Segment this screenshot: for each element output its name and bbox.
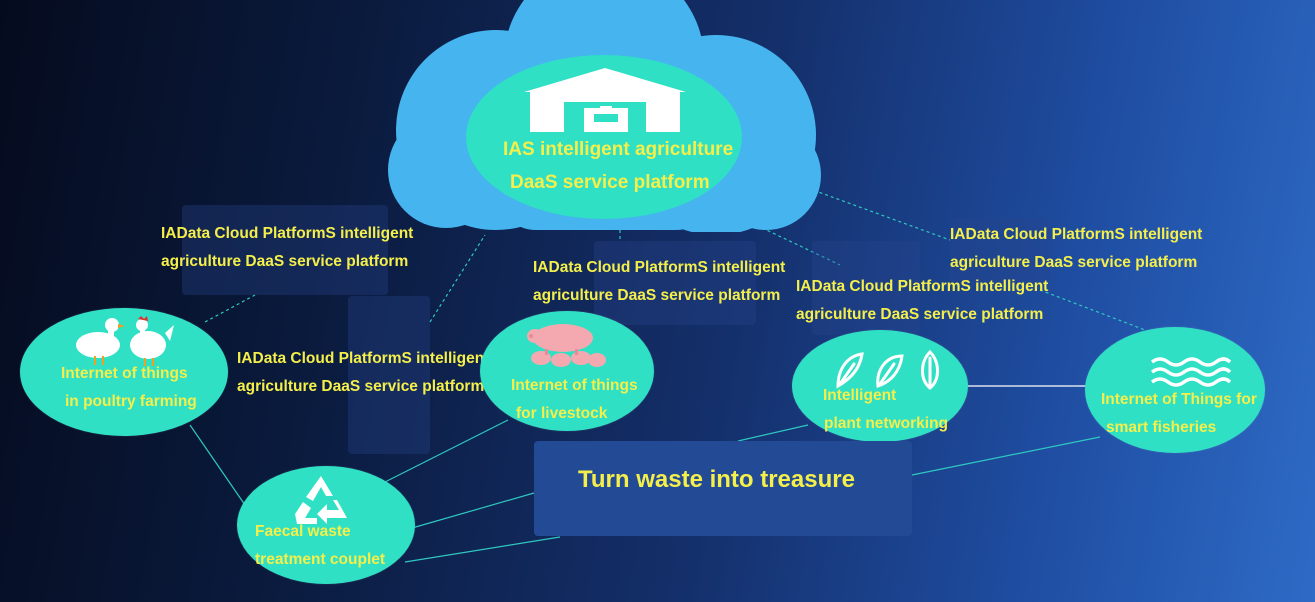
label-panel-left-mid: [348, 296, 430, 454]
label-panel-right: [950, 218, 1050, 284]
label-panel-left: [182, 205, 388, 295]
label-panel-right-mid: [812, 241, 920, 335]
node-poultry-label-2: in poultry farming: [65, 393, 197, 410]
poultry-icon: [76, 316, 174, 366]
pigs-icon: [527, 324, 606, 367]
node-faecal-label-2: treatment couplet: [255, 551, 386, 568]
cloud-title-line1: IAS intelligent agriculture: [503, 139, 734, 160]
banner-text: Turn waste into treasure: [578, 466, 855, 493]
node-fisheries: [1085, 327, 1265, 453]
recycle-icon: [295, 476, 347, 524]
label-panel-center: [594, 241, 756, 325]
banner-box: [534, 441, 912, 536]
water-waves-icon: [1150, 357, 1232, 387]
node-plant-label-2: plant networking: [824, 415, 948, 432]
solid-connectors: [189, 419, 1101, 563]
platform-label-4: IAData Cloud PlatformS intelligent agric…: [796, 278, 1049, 323]
node-plant-label-1: Intelligent: [823, 387, 897, 404]
warehouse-icon: [524, 68, 686, 132]
leaves-icon: [836, 350, 939, 390]
node-fisheries-label-2: smart fisheries: [1106, 419, 1217, 436]
node-fisheries-label-1: Internet of Things for: [1101, 391, 1257, 408]
node-livestock-label-2: for livestock: [516, 405, 608, 422]
node-faecal-label-1: Faecal waste: [255, 523, 351, 540]
platform-label-5: IAData Cloud PlatformS intelligent agric…: [950, 226, 1203, 271]
platform-label-1: IAData Cloud PlatformS intelligent agric…: [161, 225, 414, 270]
node-livestock-label-1: Internet of things: [511, 377, 638, 394]
platform-label-3: IAData Cloud PlatformS intelligent agric…: [533, 259, 786, 304]
node-poultry-label-1: Internet of things: [61, 365, 188, 382]
platform-label-2: IAData Cloud PlatformS intelligent agric…: [237, 350, 490, 395]
node-poultry: [20, 308, 228, 436]
cloud-title-line2: DaaS service platform: [510, 172, 710, 193]
